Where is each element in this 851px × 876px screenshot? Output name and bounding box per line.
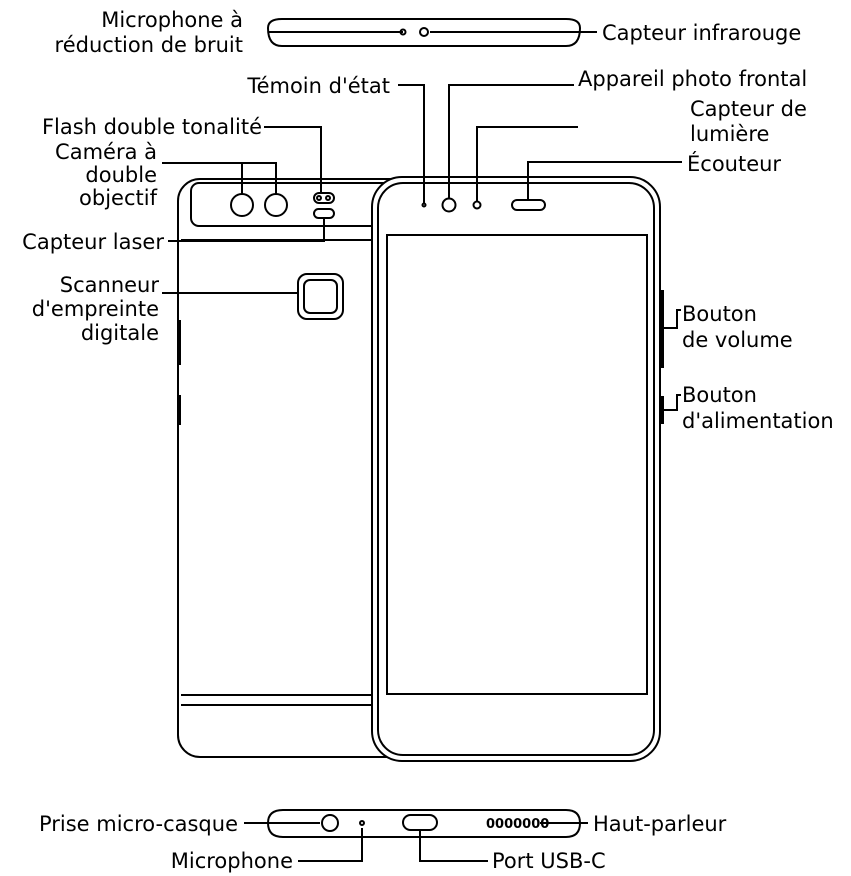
headset-jack bbox=[321, 814, 339, 832]
status-led bbox=[421, 202, 427, 208]
flash-led-1 bbox=[316, 195, 322, 201]
label-dual-camera-2: double bbox=[85, 163, 157, 187]
label-power-1: Bouton bbox=[682, 383, 757, 407]
label-ir-sensor: Capteur infrarouge bbox=[602, 21, 801, 45]
label-volume-1: Bouton bbox=[682, 302, 757, 326]
label-volume-2: de volume bbox=[682, 328, 793, 352]
label-dual-flash: Flash double tonalité bbox=[42, 115, 262, 139]
label-earpiece: Écouteur bbox=[687, 151, 781, 176]
phone-top-edge bbox=[266, 18, 597, 47]
front-camera-pointer bbox=[448, 84, 574, 198]
flash-led-2 bbox=[325, 195, 331, 201]
label-fingerprint-3: digitale bbox=[81, 321, 159, 345]
label-microphone: Microphone bbox=[171, 849, 293, 873]
front-body bbox=[371, 176, 661, 762]
usb-port-pointer bbox=[419, 831, 488, 862]
label-dual-camera-1: Caméra à bbox=[55, 140, 157, 164]
label-status-led: Témoin d'état bbox=[246, 74, 390, 98]
earpiece-pointer bbox=[527, 161, 682, 200]
label-headset-jack: Prise micro-casque bbox=[39, 812, 238, 836]
dual-flash bbox=[313, 192, 335, 204]
dual-flash-pointer bbox=[264, 126, 322, 192]
label-light-sensor-2: lumière bbox=[690, 122, 769, 146]
front-camera bbox=[441, 197, 457, 213]
volume-pointer bbox=[664, 309, 681, 329]
speaker-grille: 0000000 bbox=[486, 817, 549, 832]
ir-sensor-hole bbox=[419, 27, 429, 37]
label-laser-sensor: Capteur laser bbox=[22, 230, 164, 254]
fingerprint-scanner bbox=[297, 273, 344, 320]
fingerprint-scanner-inner bbox=[303, 279, 338, 314]
power-pointer bbox=[664, 394, 681, 411]
label-speaker: Haut-parleur bbox=[593, 812, 727, 836]
label-power-2: d'alimentation bbox=[682, 409, 834, 433]
label-fingerprint-2: d'empreinte bbox=[32, 297, 159, 321]
label-usb-port: Port USB-C bbox=[492, 849, 606, 873]
laser-sensor-pointer bbox=[168, 218, 325, 242]
phone-bottom-edge bbox=[244, 809, 588, 838]
label-front-camera: Appareil photo frontal bbox=[578, 67, 807, 91]
noise-mic-hole bbox=[399, 28, 407, 36]
label-noise-mic-2: réduction de bruit bbox=[55, 33, 243, 57]
light-sensor-pointer bbox=[476, 126, 578, 201]
front-bezel bbox=[377, 182, 655, 756]
light-sensor bbox=[472, 200, 482, 210]
bottom-microphone bbox=[359, 820, 365, 826]
front-screen bbox=[386, 234, 648, 695]
label-noise-mic-1: Microphone à bbox=[101, 8, 243, 32]
dual-camera-pointer bbox=[162, 162, 277, 194]
usb-c-port bbox=[402, 814, 438, 831]
label-light-sensor-1: Capteur de bbox=[690, 97, 807, 121]
microphone-pointer bbox=[298, 828, 363, 862]
label-dual-camera-3: objectif bbox=[79, 186, 158, 210]
status-led-pointer bbox=[398, 84, 425, 203]
phone-front bbox=[371, 176, 664, 762]
label-fingerprint-1: Scanneur bbox=[60, 273, 160, 297]
